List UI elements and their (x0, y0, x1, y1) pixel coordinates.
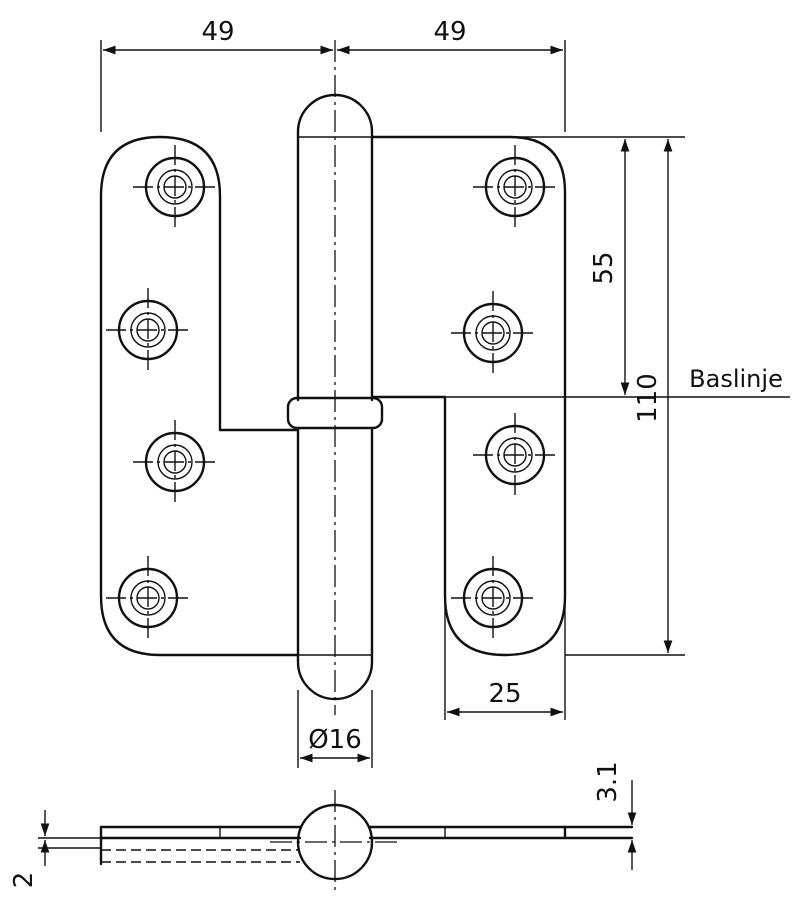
left-leaf-outline (99, 135, 300, 657)
dim-half-height: 55 (589, 251, 619, 284)
dim-pin-diameter: Ø16 (308, 725, 362, 755)
dimensions: 49 49 55 110 Baslinje 25 Ø16 (100, 17, 790, 768)
dim-leaf-width: 25 (488, 679, 521, 709)
screw-hole (473, 145, 557, 229)
screw-hole (473, 413, 557, 497)
screw-hole (451, 556, 535, 640)
screw-hole (133, 145, 217, 229)
hinge-pin (296, 93, 374, 402)
dim-total-height: 110 (633, 373, 663, 423)
screw-hole (106, 556, 190, 640)
screw-hole (133, 420, 217, 504)
base-line-label: Baslinje (689, 365, 783, 393)
front-view (99, 40, 567, 715)
side-view: 3.1 2 (9, 761, 637, 895)
dim-right-width: 49 (433, 17, 466, 47)
dim-thickness-bottom: 2 (9, 872, 39, 889)
dim-left-width: 49 (201, 17, 234, 47)
right-leaf-outline (370, 135, 567, 657)
screw-hole (106, 288, 190, 372)
dim-thickness-top: 3.1 (593, 761, 623, 802)
screw-hole (451, 291, 535, 375)
